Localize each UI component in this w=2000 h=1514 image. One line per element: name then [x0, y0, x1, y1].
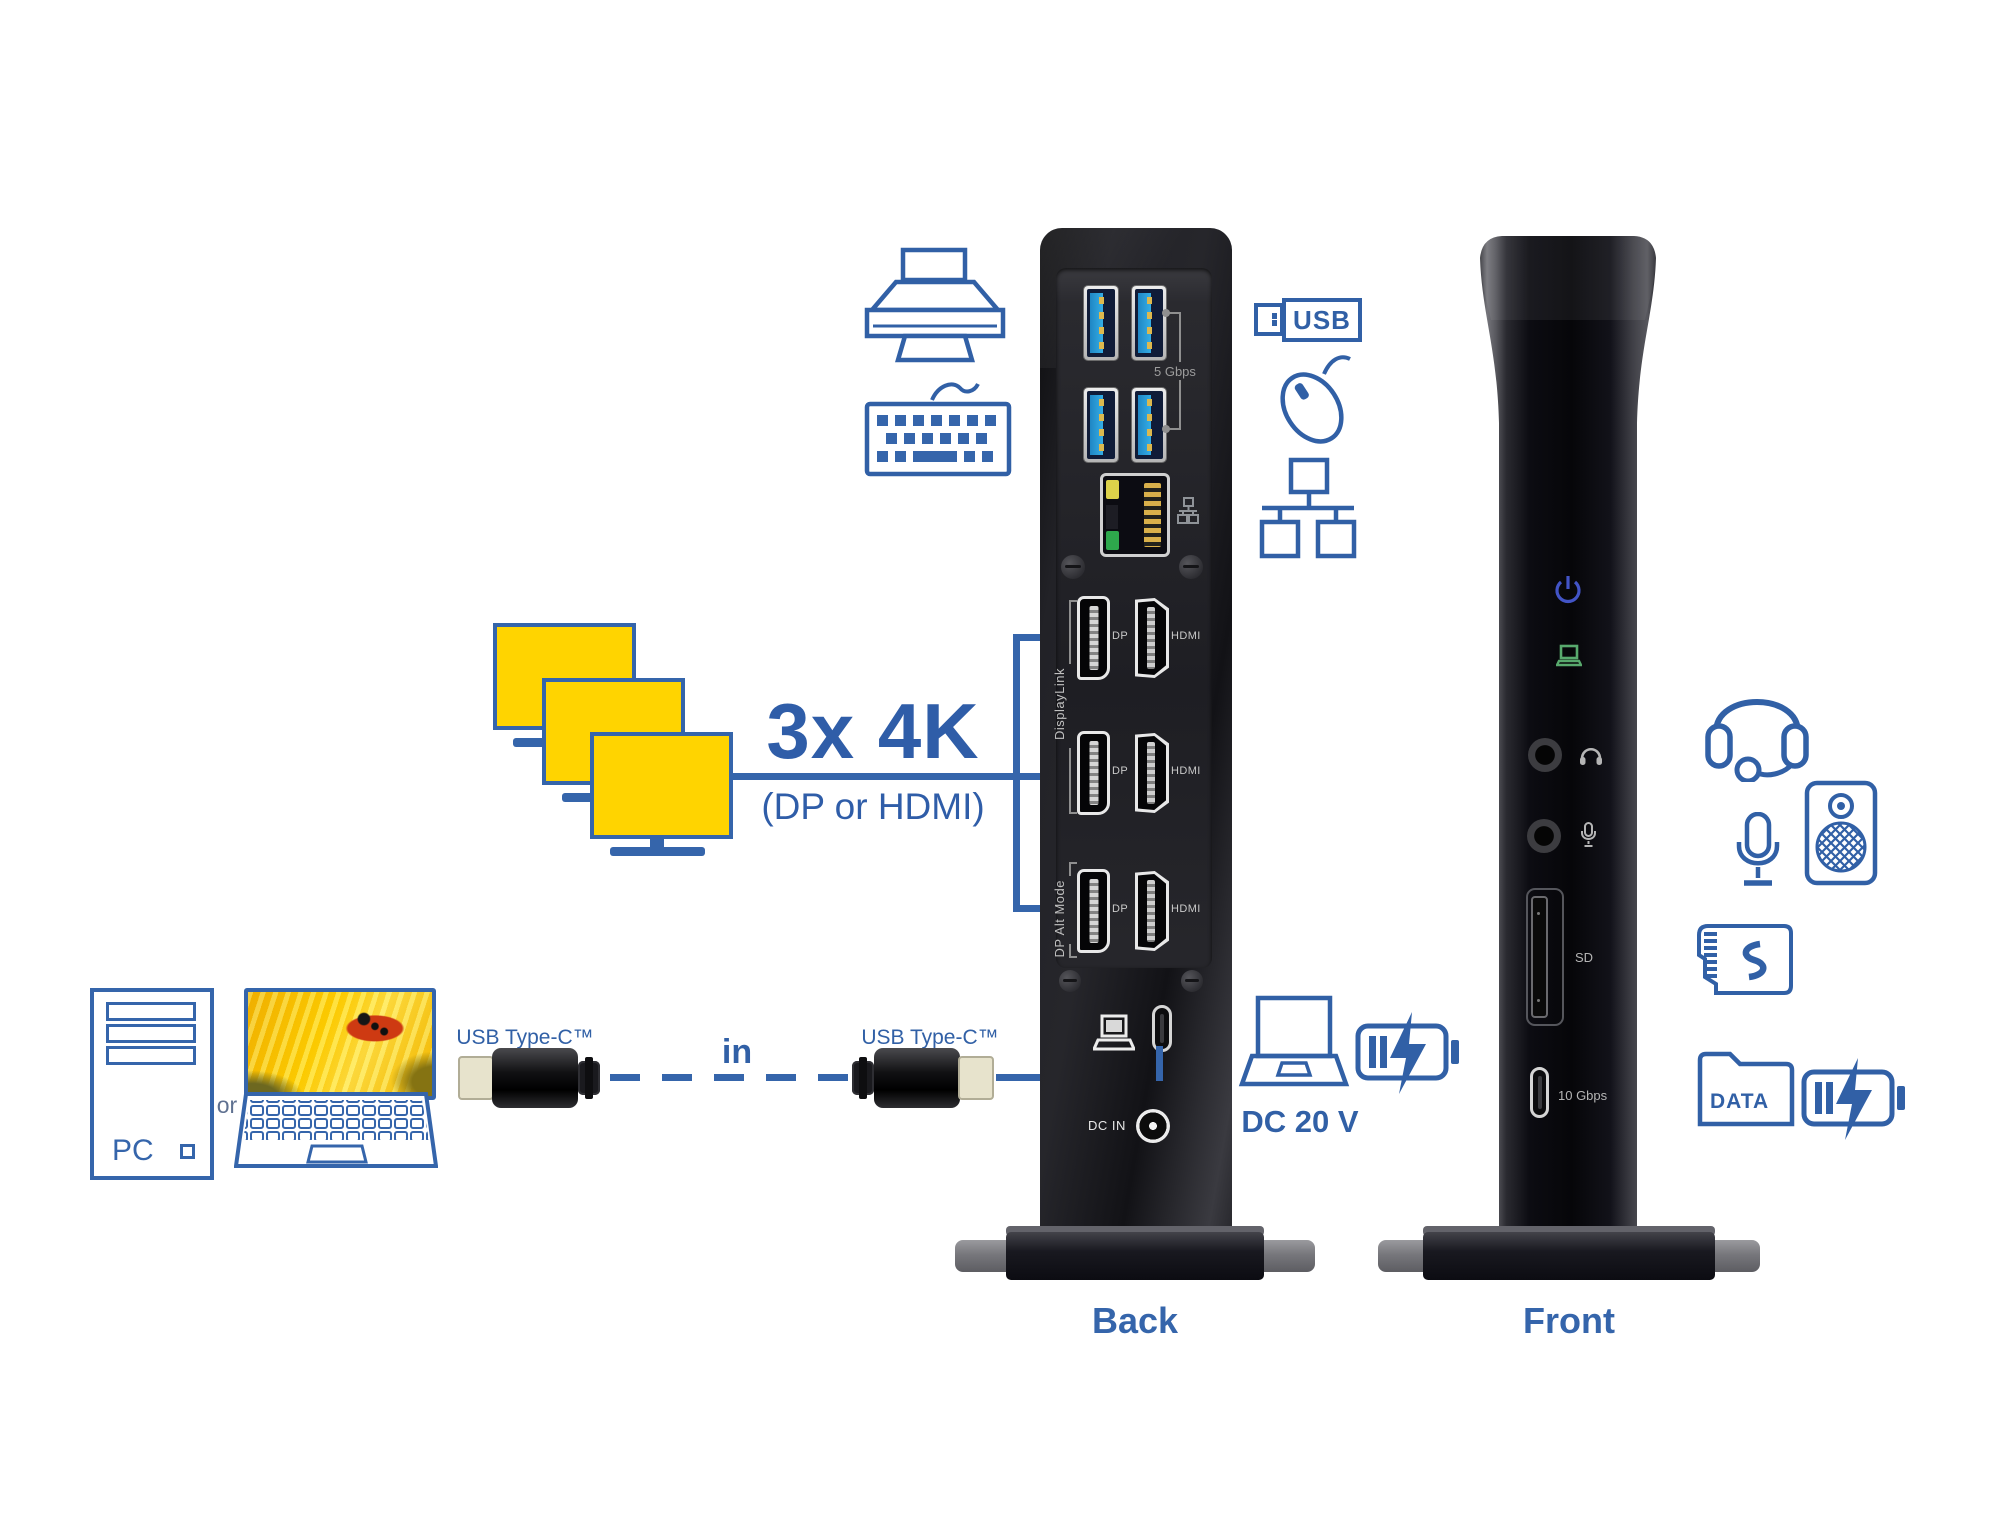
or-label: or — [216, 1092, 238, 1118]
screw-icon — [1059, 970, 1081, 992]
dock-back-view: 5 Gbps DP HDMI DP HDMI DP HDMI Dis — [1040, 228, 1232, 1242]
pc-power-icon — [180, 1144, 195, 1159]
laptop-indicator-icon — [1556, 644, 1582, 667]
cable-line-vertical — [1156, 1046, 1163, 1081]
usb-c-speed-label: 10 Gbps — [1558, 1088, 1608, 1103]
laptop-keyboard — [234, 1092, 438, 1168]
front-caption: Front — [1523, 1300, 1615, 1341]
dp-port-3 — [1077, 869, 1110, 953]
microphone-glyph-icon — [1581, 822, 1596, 847]
sd-slot-bracket — [1526, 888, 1564, 1026]
pc-label: PC — [112, 1134, 154, 1167]
dp-port-1 — [1077, 596, 1110, 680]
dp-alt-mode-label: DP Alt Mode — [1052, 880, 1067, 958]
microphone-jack — [1527, 819, 1561, 853]
back-caption: Back — [1091, 1300, 1179, 1341]
data-label: DATA — [1710, 1090, 1770, 1113]
monitor-connection-line — [725, 773, 1044, 780]
cable-in-label: in — [721, 1033, 753, 1071]
dock-front-view: SD 10 Gbps — [1468, 228, 1668, 1248]
usb-a-port-2 — [1132, 286, 1166, 360]
sd-label: SD — [1575, 950, 1594, 965]
subline-dp-or-hdmi: (DP or HDMI) — [761, 786, 985, 827]
sd-card-slot — [1531, 896, 1548, 1018]
battery-charging-icon-2 — [1801, 1058, 1905, 1140]
keyboard-icon — [864, 382, 1012, 477]
usb-type-c-label-left: USB Type-C™ — [456, 1026, 594, 1049]
mouse-icon — [1280, 355, 1351, 444]
ethernet-port — [1100, 473, 1170, 557]
cable-dashed-line — [610, 1074, 850, 1081]
usb-a-port-1 — [1084, 286, 1118, 360]
dp-label-2: DP — [1112, 765, 1129, 777]
usb-a-port-3 — [1084, 388, 1118, 462]
usb-a-port-4 — [1132, 388, 1166, 462]
hdmi-port-2 — [1135, 733, 1169, 813]
dc-voltage-label: DC 20 V — [1241, 1104, 1359, 1139]
hdmi-port-1 — [1135, 598, 1169, 678]
headphone-glyph-icon — [1580, 747, 1602, 765]
displaylink-label: DisplayLink — [1052, 668, 1067, 740]
usb-label: USB — [1282, 298, 1362, 342]
power-icon — [1555, 576, 1581, 604]
host-laptop-glyph-icon — [1093, 1014, 1135, 1051]
hdmi-label-2: HDMI — [1171, 765, 1201, 777]
hdmi-port-3 — [1135, 871, 1169, 951]
monitor-line-stub-top — [1018, 634, 1044, 641]
lan-glyph-icon — [1177, 497, 1199, 524]
monitor-line-stub-bottom — [1018, 905, 1044, 912]
usb-c-host-port — [1152, 1005, 1172, 1052]
usb-speed-label: 5 Gbps — [1154, 364, 1196, 379]
usb-c-front-port — [1530, 1067, 1549, 1118]
laptop-icon — [1238, 995, 1350, 1087]
screw-icon — [1061, 555, 1085, 579]
screw-icon — [1181, 970, 1203, 992]
speaker-icon — [1804, 780, 1878, 886]
lan-icon — [1259, 457, 1357, 559]
dp-label-1: DP — [1112, 630, 1129, 642]
dp-port-2 — [1077, 731, 1110, 815]
hdmi-label-1: HDMI — [1171, 630, 1201, 642]
hdmi-label-3: HDMI — [1171, 903, 1201, 915]
microphone-icon — [1736, 812, 1780, 886]
battery-charging-icon — [1355, 1012, 1459, 1094]
dock-front-body — [1480, 236, 1656, 1244]
dc-in-label: DC IN — [1088, 1118, 1126, 1133]
dc-in-jack — [1136, 1109, 1170, 1143]
folder-icon: DATA — [1694, 1048, 1798, 1130]
headset-icon — [1705, 699, 1809, 782]
sd-card-icon — [1697, 924, 1793, 995]
usb-type-c-label-right: USB Type-C™ — [861, 1026, 999, 1049]
dp-label-3: DP — [1112, 903, 1129, 915]
printer-icon — [864, 247, 1006, 363]
headphone-jack — [1528, 738, 1562, 772]
headline-3x4k: 3x 4K — [766, 687, 980, 775]
monitor-connection-line-vertical — [1013, 634, 1020, 912]
pc-tower-icon: PC — [90, 988, 214, 1180]
screw-icon — [1179, 555, 1203, 579]
